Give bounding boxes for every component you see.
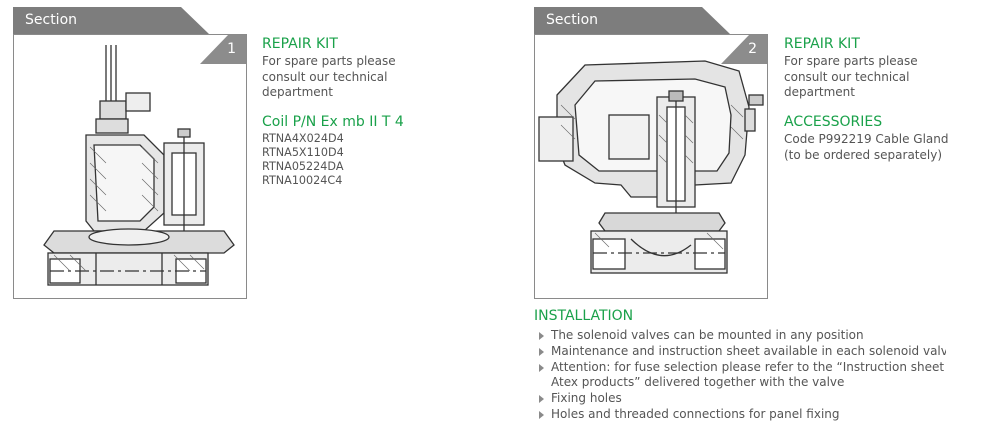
repair-kit-text-right: For spare parts please consult our techn… xyxy=(784,54,918,101)
list-item: Fixing holes xyxy=(536,391,946,407)
list-item: Maintenance and instruction sheet availa… xyxy=(536,344,946,360)
text-line: (to be ordered separately) xyxy=(784,147,943,162)
coil-title: Coil P/N Ex mb II T 4 xyxy=(262,114,404,130)
coil-code: RTNA4X024D4 xyxy=(262,132,344,145)
bullet-arrow-icon xyxy=(539,332,544,340)
list-item-text: Maintenance and instruction sheet availa… xyxy=(551,343,946,358)
text-line: Code P992219 Cable Gland xyxy=(784,132,949,146)
coil-code: RTNA5X110D4 xyxy=(262,146,344,159)
installation-title: INSTALLATION xyxy=(534,308,634,324)
accessories-text: Code P992219 Cable Gland (to be ordered … xyxy=(784,132,948,163)
bullet-arrow-icon xyxy=(539,347,544,356)
installation-list: The solenoid valves can be mounted in an… xyxy=(536,328,946,423)
accessories-title: ACCESSORIES xyxy=(784,114,883,130)
text-line: consult our technical xyxy=(262,69,388,84)
section-tab-left: Section xyxy=(13,7,209,34)
list-item-text: Holes and threaded connections for panel… xyxy=(551,406,840,421)
valve-cross-section-drawing-2 xyxy=(538,60,764,274)
repair-kit-title-right: REPAIR KIT xyxy=(784,36,860,52)
list-item-text: Attention: for fuse selection please ref… xyxy=(551,359,945,374)
list-item: Holes and threaded connections for panel… xyxy=(536,407,946,423)
coil-code-list: RTNA4X024D4 RTNA5X110D4 RTNA05224DA RTNA… xyxy=(262,132,344,188)
section-drawing-panel-left: 1 xyxy=(13,34,247,299)
repair-kit-text-left: For spare parts please consult our techn… xyxy=(262,54,396,101)
text-line: consult our technical xyxy=(784,69,910,84)
list-item: Attention: for fuse selection please ref… xyxy=(536,360,946,392)
section-tab-right: Section xyxy=(534,7,730,34)
bullet-arrow-icon xyxy=(539,410,544,419)
list-item: The solenoid valves can be mounted in an… xyxy=(536,328,946,344)
list-item-text: Atex products” delivered together with t… xyxy=(551,375,845,390)
text-line: For spare parts please xyxy=(784,54,918,68)
repair-kit-title-left: REPAIR KIT xyxy=(262,36,338,52)
list-item-text: The solenoid valves can be mounted in an… xyxy=(551,328,864,342)
text-line: department xyxy=(262,85,333,99)
section-drawing-panel-right: 2 xyxy=(534,34,768,299)
coil-code: RTNA10024C4 xyxy=(262,174,343,187)
valve-cross-section-drawing-1 xyxy=(43,45,235,286)
coil-code: RTNA05224DA xyxy=(262,160,344,173)
bullet-arrow-icon xyxy=(539,363,544,372)
text-line: For spare parts please xyxy=(262,54,396,68)
bullet-arrow-icon xyxy=(539,395,544,404)
text-line: department xyxy=(784,85,855,99)
list-item-text: Fixing holes xyxy=(551,391,622,406)
section-label: Section xyxy=(25,12,78,28)
section-label: Section xyxy=(546,12,599,28)
